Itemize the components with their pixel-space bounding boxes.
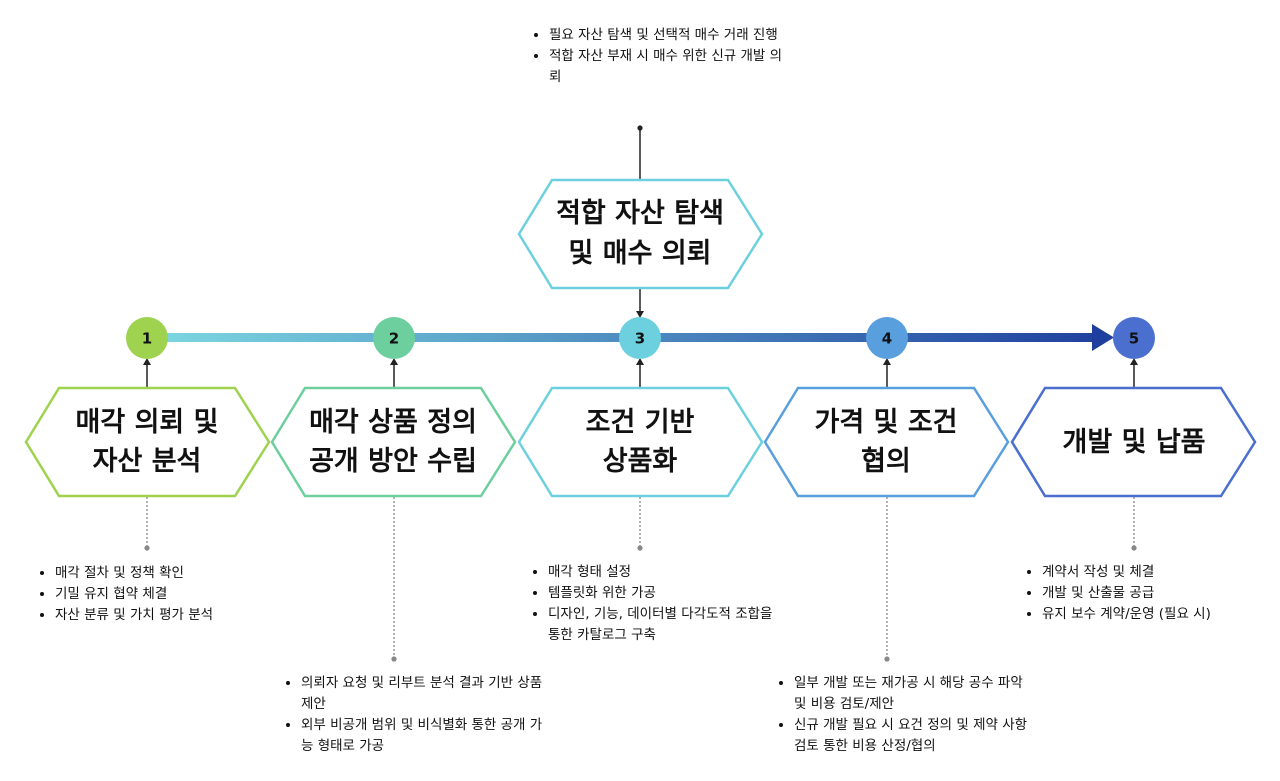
branch-title-line-2: 및 매수 의뢰	[569, 238, 712, 269]
list-item: 적합 자산 부재 시 매수 위한 신규 개발 의뢰	[549, 46, 789, 88]
step-5-hexagon	[1010, 386, 1257, 498]
step-2-hexagon	[270, 386, 517, 498]
step-1-dot	[144, 545, 150, 551]
step-1-title-line-1: 매각 의뢰 및	[76, 407, 219, 438]
step-4-arrow-icon	[883, 358, 891, 365]
step-3-title-line-1: 조건 기반	[586, 407, 695, 438]
step-1-title-line-2: 자산 분석	[93, 446, 202, 477]
step-4-number: 4	[882, 330, 892, 348]
step-4-hexagon	[763, 386, 1010, 498]
step-2-number: 2	[389, 330, 399, 348]
step-3-title-line-2: 상품화	[603, 446, 678, 477]
step-1-bullet-list: 매각 절차 및 정책 확인 기밀 유지 협약 체결 자산 분류 및 가치 평가 …	[35, 563, 285, 626]
branch-title-line-1: 적합 자산 탐색	[556, 198, 724, 229]
branch-arrow-icon	[636, 311, 644, 318]
step-5-number: 5	[1129, 330, 1139, 348]
list-item: 개발 및 산출물 공급	[1042, 583, 1272, 604]
list-item: 템플릿화 위한 가공	[548, 583, 780, 604]
list-item: 계약서 작성 및 체결	[1042, 562, 1272, 583]
list-item: 외부 비공개 범위 및 비식별화 통한 공개 가능 형태로 가공	[301, 715, 546, 757]
step-1-hexagon	[24, 386, 271, 498]
step-4-dot	[884, 656, 890, 662]
step-5-circle	[1113, 317, 1155, 359]
list-item: 필요 자산 탐색 및 선택적 매수 거래 진행	[549, 25, 789, 46]
branch-hexagon	[517, 178, 764, 290]
step-5-bullet-list: 계약서 작성 및 체결 개발 및 산출물 공급 유지 보수 계약/운영 (필요 …	[1022, 562, 1272, 625]
step-5-arrow-icon	[1130, 358, 1138, 365]
step-3: 조건 기반 상품화 3	[517, 317, 764, 551]
step-1-arrow-icon	[143, 358, 151, 365]
step-4-circle	[866, 317, 908, 359]
step-2-dot	[391, 656, 397, 662]
list-item: 자산 분류 및 가치 평가 분석	[55, 605, 285, 626]
step-3-circle	[619, 317, 661, 359]
list-item: 기밀 유지 협약 체결	[55, 584, 285, 605]
step-3-dot	[637, 545, 643, 551]
step-2-circle	[373, 317, 415, 359]
list-item: 유지 보수 계약/운영 (필요 시)	[1042, 604, 1272, 625]
step-2-title-line-2: 공개 방안 수립	[309, 446, 477, 477]
list-item: 일부 개발 또는 재가공 시 해당 공수 파악및 비용 검토/제안	[794, 673, 1034, 715]
list-item: 매각 절차 및 정책 확인	[55, 563, 285, 584]
step-5-dot	[1131, 545, 1137, 551]
step-1-number: 1	[142, 330, 152, 348]
step-3-bullet-list: 매각 형태 설정 템플릿화 위한 가공 디자인, 기능, 데이터별 다각도적 조…	[528, 562, 780, 646]
list-item: 의뢰자 요청 및 리부트 분석 결과 기반 상품 제안	[301, 673, 546, 715]
step-4: 가격 및 조건 협의 4	[763, 317, 1010, 662]
step-3-hexagon	[517, 386, 764, 498]
step-1: 매각 의뢰 및 자산 분석 1	[24, 317, 271, 551]
step-5: 개발 및 납품 5	[1010, 317, 1257, 551]
step-2-arrow-icon	[390, 358, 398, 365]
step-3-arrow-icon	[636, 358, 644, 365]
step-4-bullet-list: 일부 개발 또는 재가공 시 해당 공수 파악및 비용 검토/제안 신규 개발 …	[774, 673, 1034, 757]
step-5-title-line-1: 개발 및 납품	[1063, 427, 1206, 458]
branch-bullet-list: 필요 자산 탐색 및 선택적 매수 거래 진행 적합 자산 부재 시 매수 위한…	[529, 25, 789, 88]
step-2-bullet-list: 의뢰자 요청 및 리부트 분석 결과 기반 상품 제안 외부 비공개 범위 및 …	[281, 673, 546, 757]
step-4-title-line-1: 가격 및 조건	[815, 407, 958, 438]
list-item: 디자인, 기능, 데이터별 다각도적 조합을 통한 카탈로그 구축	[548, 604, 780, 646]
timeline-arrowhead	[1092, 324, 1114, 351]
list-item: 매각 형태 설정	[548, 562, 780, 583]
step-4-title-line-2: 협의	[861, 446, 911, 477]
step-1-circle	[126, 317, 168, 359]
step-2-title-line-1: 매각 상품 정의	[309, 407, 477, 438]
list-item: 신규 개발 필요 시 요건 정의 및 제약 사항 검토 통한 비용 산정/협의	[794, 715, 1034, 757]
step-2: 매각 상품 정의 공개 방안 수립 2	[270, 317, 517, 662]
step-3-number: 3	[635, 330, 645, 348]
